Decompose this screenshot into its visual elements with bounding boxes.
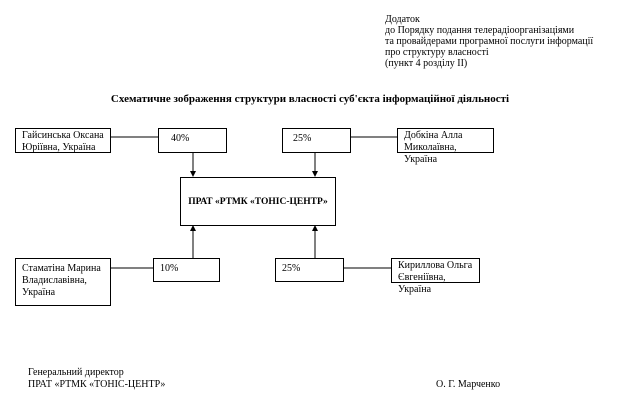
- header-line: до Порядку подання телерадіоорганізаціям…: [385, 25, 575, 36]
- owner-box: Кириллова Ольга Євгеніївна, Україна: [391, 258, 480, 295]
- share-box: 25%: [282, 128, 351, 153]
- share-box: 10%: [153, 258, 220, 282]
- diagram-title: Схематичне зображення структури власност…: [110, 93, 510, 105]
- owner-box: Стаматіна Марина Владиславівна, Україна: [15, 258, 111, 306]
- appendix-header: Додаток до Порядку подання телерадіоорга…: [385, 14, 593, 69]
- signer-position: Генеральний директор: [28, 367, 124, 378]
- owner-box: Добкіна Алла Миколаївна, Україна: [397, 128, 494, 165]
- signer-company: ПРАТ «РТМК «ТОНІС-ЦЕНТР»: [28, 379, 166, 390]
- share-box: 40%: [158, 128, 227, 153]
- share-box: 25%: [275, 258, 344, 282]
- header-line: та провайдерами програмної послуги інфор…: [385, 36, 594, 47]
- owner-box: Гайсинська Оксана Юріївна, Україна: [15, 128, 111, 153]
- company-box: ПРАТ «РТМК «ТОНІС-ЦЕНТР»: [180, 177, 336, 226]
- header-line: Додаток: [385, 14, 420, 25]
- header-line: про структуру власності: [385, 47, 489, 58]
- header-line: (пункт 4 розділу II): [385, 58, 468, 69]
- signer-name: О. Г. Марченко: [436, 379, 501, 390]
